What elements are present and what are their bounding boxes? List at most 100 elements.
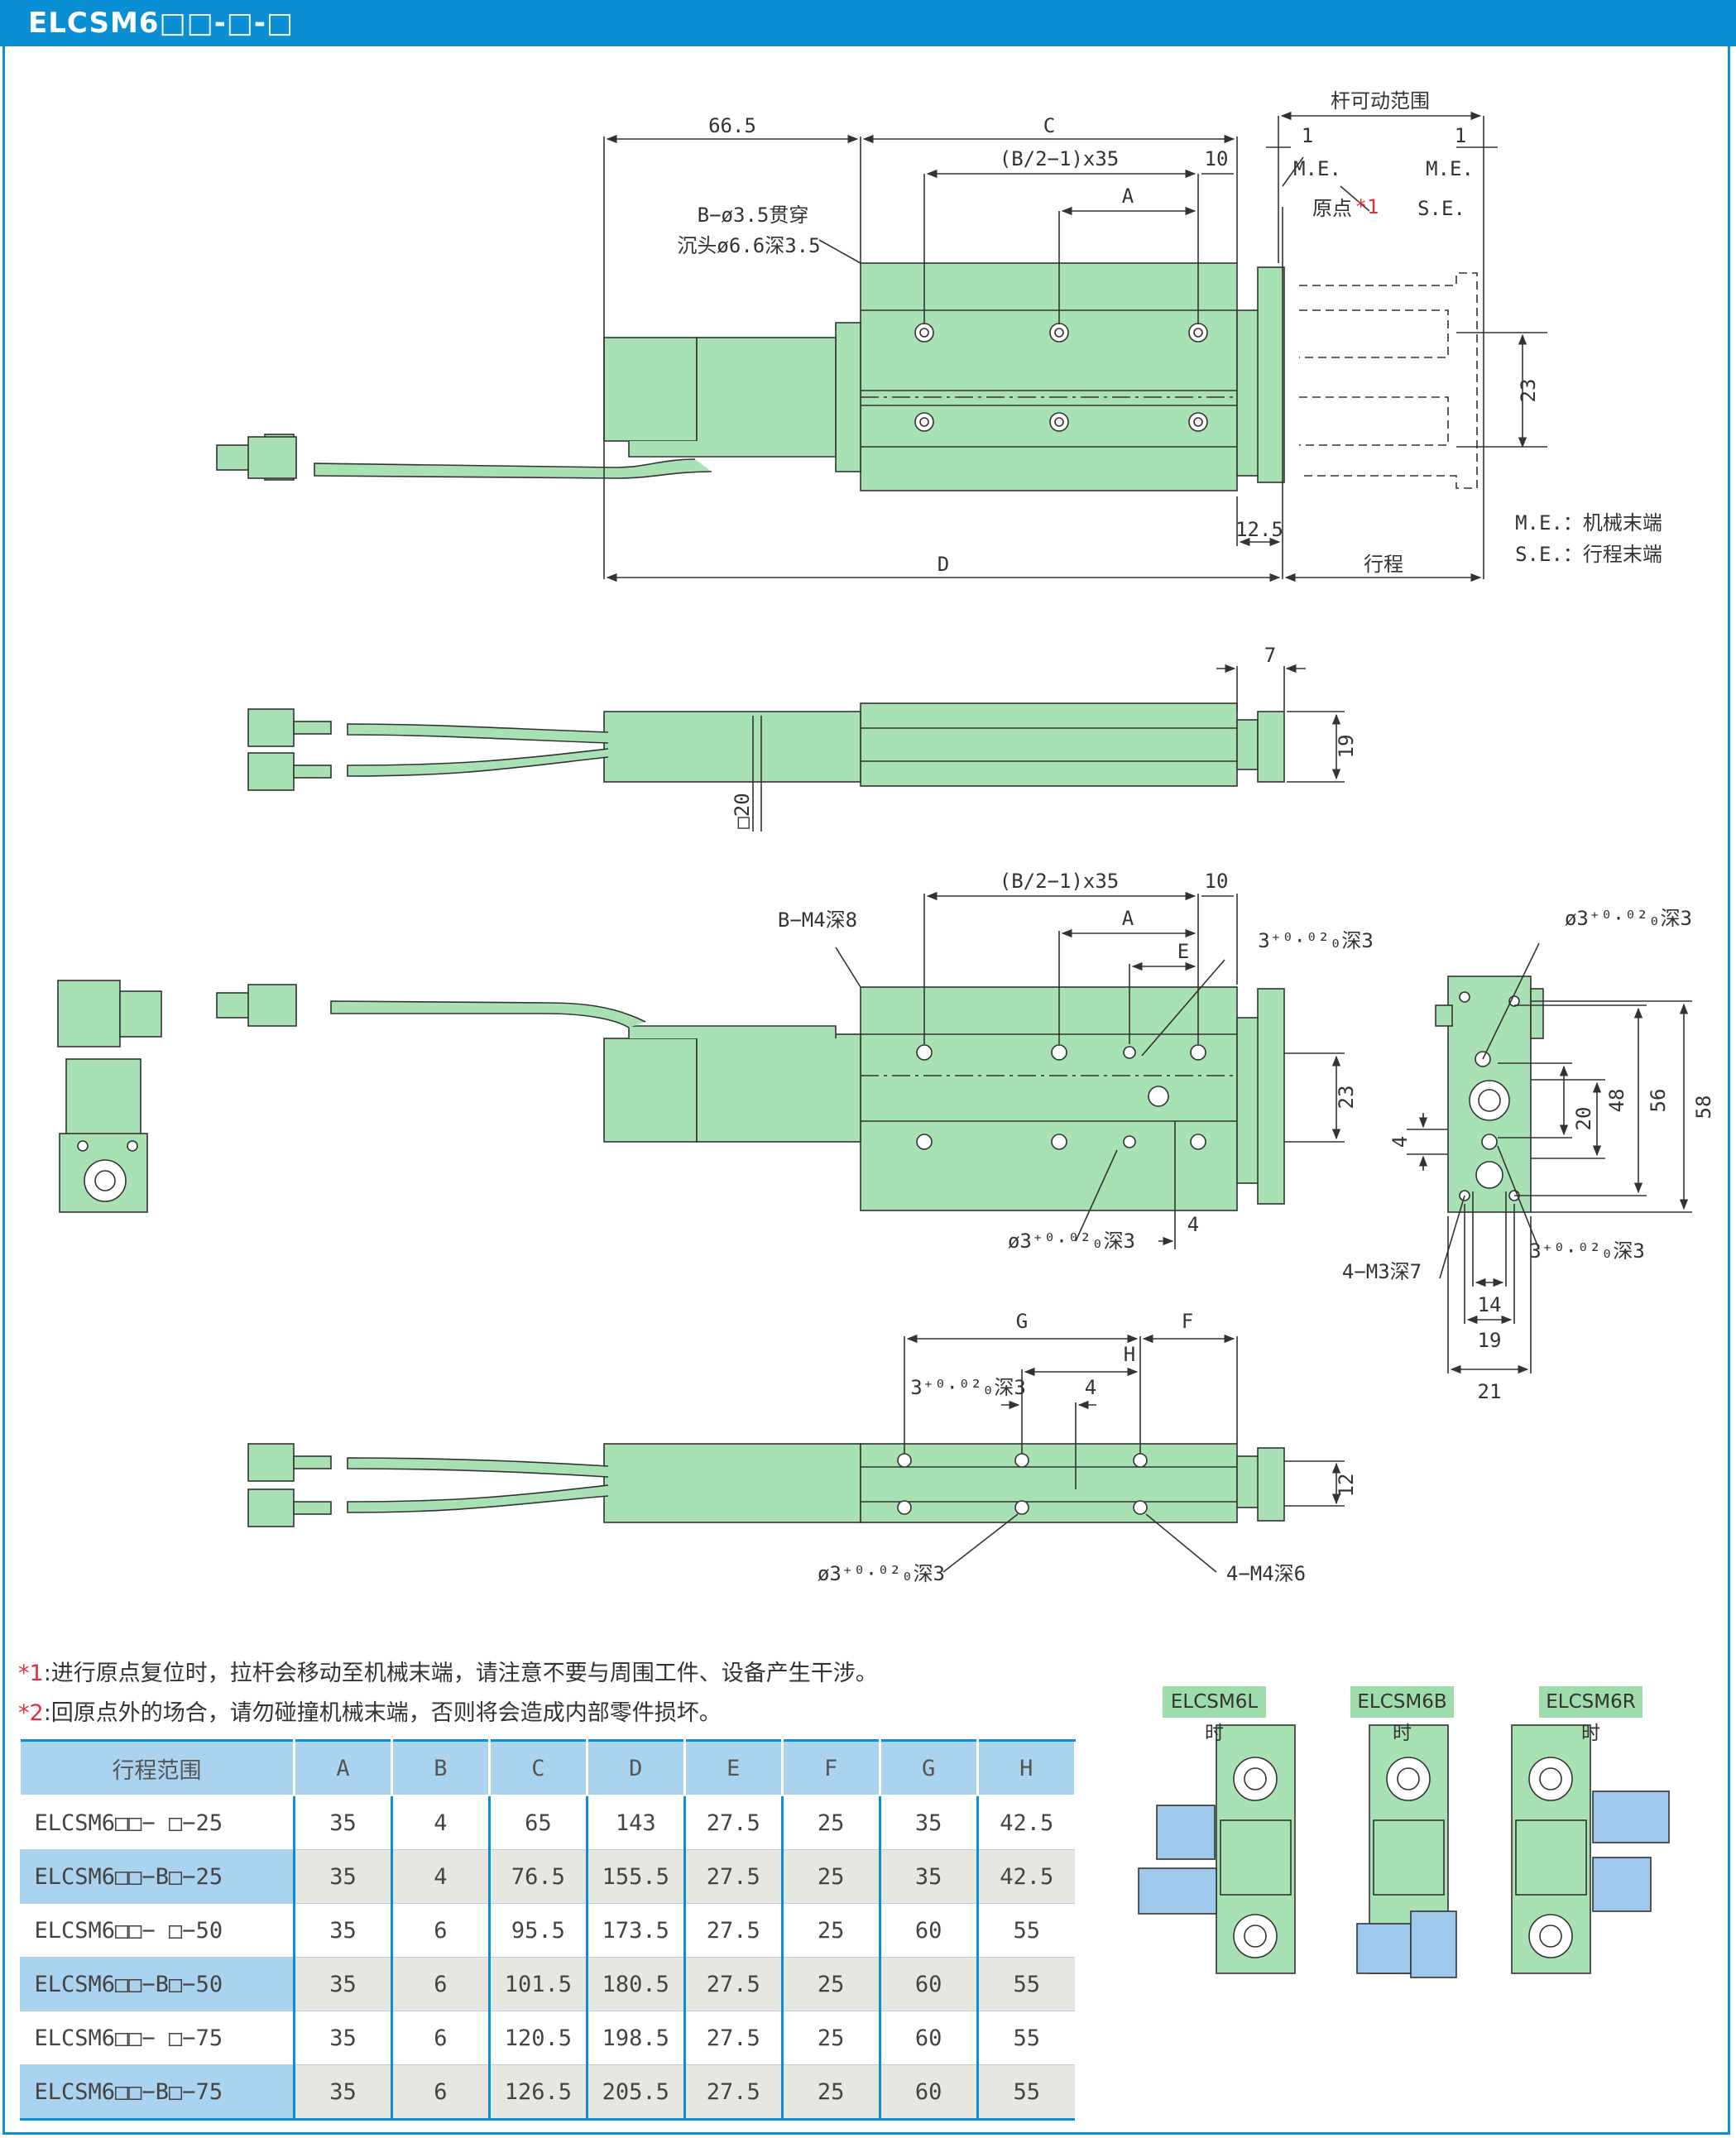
note-2-text: :回原点外的场合，请勿碰撞机械末端，否则将会造成内部零件损坏。 [43,1700,722,1726]
value-cell: 25 [780,1957,880,2011]
table-row: ELCSM6□□− □−25 35 4 65 143 27.5 25 35 42… [19,1795,1075,1850]
dim-g: G [1016,1310,1028,1333]
pin-hole-lower-bottom: ø3⁺⁰·⁰²₀深3 [818,1562,945,1585]
col-header-f: F [780,1739,881,1796]
value-cell: 60 [878,1903,978,1958]
dim-21-end: 21 [1478,1380,1502,1403]
page-title: ELCSM6□□-□-□ [28,7,295,40]
value-cell: 35 [878,1795,978,1850]
note-1-text: :进行原点复位时，拉杆会移动至机械末端，请注意不要与周围工件、设备产生干涉。 [43,1661,878,1686]
variant-view-L [1138,1724,1296,1974]
value-cell: 27.5 [683,2011,783,2065]
lower-side-view [247,1334,1345,1573]
model-cell: ELCSM6□□− □−25 [19,1795,295,1850]
me-right-label: M.E. [1426,157,1474,180]
value-cell: 35 [878,1849,978,1904]
col-header-d: D [585,1739,686,1796]
variant-label-B: ELCSM6B时 [1350,1686,1454,1744]
value-cell: 35 [293,1957,392,2011]
table-row: ELCSM6□□− □−50 35 6 95.5 173.5 27.5 25 6… [19,1903,1075,1958]
dim-pitch-bottom: (B/2−1)x35 [1000,870,1120,893]
me-left-label: M.E. [1293,157,1341,180]
col-header-stroke-range: 行程范围 [18,1739,295,1796]
pin-hole-bottom-1: 3⁺⁰·⁰²₀深3 [1258,929,1374,952]
value-cell: 55 [976,1903,1075,1958]
value-cell: 35 [293,1795,392,1850]
value-cell: 25 [780,2011,880,2065]
note-1: *1:进行原点复位时，拉杆会移动至机械末端，请注意不要与周围工件、设备产生干涉。 [18,1655,878,1687]
dim-7: 7 [1264,644,1276,667]
end-view [1407,942,1692,1374]
value-cell: 6 [390,1903,490,1958]
model-cell: ELCSM6□□−B□−50 [19,1957,295,2011]
legend-me: M.E.：机械末端 [1515,511,1662,534]
value-cell: 6 [390,2011,490,2065]
dim-sq20: □20 [731,793,754,828]
dim-14-end: 14 [1478,1293,1502,1316]
connector-end-view [57,980,162,1213]
se-label: S.E. [1417,197,1465,220]
value-cell: 60 [878,2011,978,2065]
variant-label-R: ELCSM6R时 [1539,1686,1642,1744]
col-header-a: A [293,1739,393,1796]
dim-12-5: 12.5 [1235,518,1283,541]
col-header-c: C [487,1739,588,1796]
value-cell: 35 [293,2064,392,2120]
value-cell: 143 [585,1795,685,1850]
content-frame [2,46,1730,2135]
value-cell: 25 [780,1903,880,1958]
bottom-view [216,891,1345,1249]
dim-1-right: 1 [1455,124,1466,147]
dim-a-top: A [1122,185,1134,208]
value-cell: 65 [487,1795,587,1850]
dim-66-5: 66.5 [708,114,756,137]
thread-note-end: 4−M3深7 [1342,1260,1422,1283]
dim-23-bottom: 23 [1335,1086,1358,1110]
value-cell: 60 [878,2064,978,2120]
dim-1-left: 1 [1302,124,1313,147]
value-cell: 27.5 [683,1903,783,1958]
value-cell: 55 [976,1957,1075,2011]
dim-23-top: 23 [1517,379,1540,403]
model-cell: ELCSM6□□−B□−75 [19,2064,295,2120]
side-view [247,664,1345,832]
value-cell: 173.5 [585,1903,685,1958]
dim-58-end: 58 [1692,1095,1715,1119]
value-cell: 205.5 [585,2064,685,2120]
variant-view-B [1356,1724,1457,1978]
value-cell: 101.5 [487,1957,587,2011]
hole-note-2: 沉头ø6.6深3.5 [677,234,820,257]
value-cell: 55 [976,2011,1075,2065]
variant-label-L: ELCSM6L时 [1163,1686,1266,1744]
value-cell: 126.5 [487,2064,587,2120]
value-cell: 42.5 [976,1849,1075,1904]
value-cell: 4 [390,1795,490,1850]
value-cell: 55 [976,2064,1075,2120]
variant-view-R [1511,1724,1670,1974]
value-cell: 76.5 [487,1849,587,1904]
dim-56-end: 56 [1647,1089,1670,1113]
model-cell: ELCSM6□□− □−50 [19,1903,295,1958]
pin-hole-bottom-2: ø3⁺⁰·⁰²₀深3 [1008,1230,1135,1253]
dim-4-lower: 4 [1085,1376,1096,1399]
value-cell: 27.5 [683,1957,783,2011]
model-cell: ELCSM6□□− □−75 [19,2011,295,2065]
table-row: ELCSM6□□−B□−50 35 6 101.5 180.5 27.5 25 … [19,1957,1075,2011]
table-header-row: 行程范围 A B C D E F G H [18,1739,1076,1796]
dim-c: C [1043,114,1055,137]
thread-note-bottom: B−M4深8 [778,908,857,932]
origin-label: 原点 [1312,197,1352,220]
rod-range-label: 杆可动范围 [1331,89,1430,113]
value-cell: 35 [293,2011,392,2065]
note-2-mark: *2 [18,1700,44,1726]
dim-19-side: 19 [1335,735,1358,759]
pin-hole-end-top: ø3⁺⁰·⁰²₀深3 [1565,907,1692,930]
model-cell: ELCSM6□□−B□−25 [19,1849,295,1904]
dim-d: D [938,553,949,576]
value-cell: 6 [390,2064,490,2120]
dim-h: H [1124,1343,1135,1366]
value-cell: 25 [780,2064,880,2120]
top-view [216,111,1547,582]
stroke-label: 行程 [1364,553,1403,576]
col-header-e: E [683,1739,784,1796]
